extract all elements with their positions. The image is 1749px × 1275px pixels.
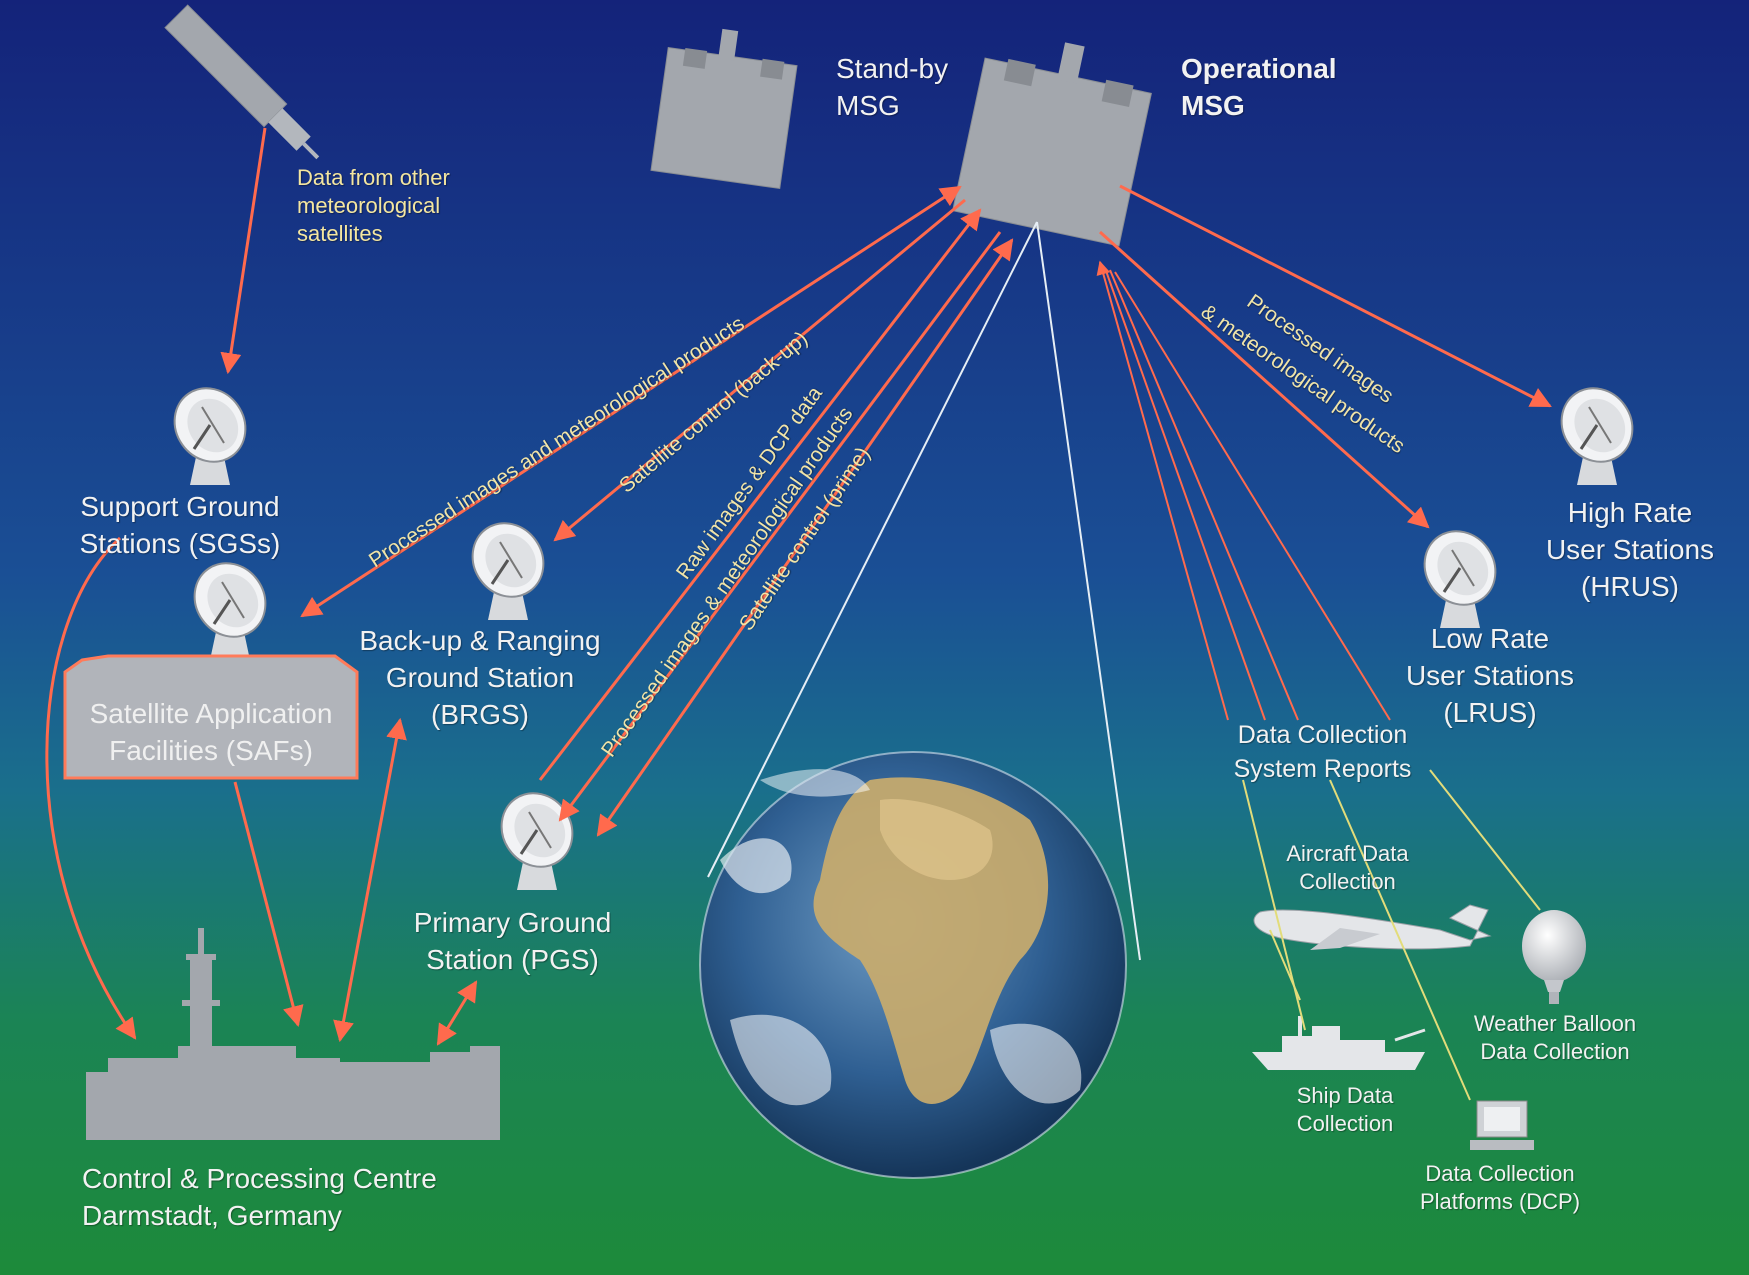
dcs-yellow-lines xyxy=(1242,769,1541,1101)
sgs-label: Support Ground Stations (SGSs) xyxy=(79,491,281,559)
control-centre-building xyxy=(86,928,500,1140)
control-centre-label: Control & Processing Centre Darmstadt, G… xyxy=(82,1163,437,1231)
hrus-label: High Rate User Stations (HRUS) xyxy=(1545,497,1715,602)
aircraft-icon xyxy=(1253,904,1492,950)
link-arrows xyxy=(45,127,1552,1046)
brgs-label: Back-up & Ranging Ground Station (BRGS) xyxy=(359,625,601,730)
weather-balloon-icon xyxy=(1522,910,1586,1004)
other-satellite-icon xyxy=(164,4,320,160)
ship-data-label: Ship Data Collection xyxy=(1296,1083,1394,1136)
operational-msg-satellite-icon xyxy=(952,42,1152,247)
dcs-lines xyxy=(1096,260,1391,721)
dcp-data-label: Data Collection Platforms (DCP) xyxy=(1419,1161,1581,1214)
earth-globe xyxy=(699,751,1127,1179)
view-line-right xyxy=(1036,221,1141,961)
pgs-label: Primary Ground Station (PGS) xyxy=(413,907,612,975)
dcp-computer-icon xyxy=(1470,1100,1534,1150)
dcs-reports-label: Data Collection System Reports xyxy=(1233,721,1412,783)
balloon-data-label: Weather Balloon Data Collection xyxy=(1473,1011,1637,1064)
standby-msg-label: Stand-by MSG xyxy=(836,53,949,121)
standby-msg-satellite-icon xyxy=(650,28,798,190)
other-satellites-label: Data from other meteorological satellite… xyxy=(297,165,450,246)
lrus-label: Low Rate User Stations (LRUS) xyxy=(1405,623,1575,728)
saf-label: Satellite Application Facilities (SAFs) xyxy=(89,698,333,766)
ship-icon xyxy=(1252,1016,1426,1070)
operational-msg-label: Operational MSG xyxy=(1181,53,1337,121)
aircraft-data-label: Aircraft Data Collection xyxy=(1286,841,1409,894)
